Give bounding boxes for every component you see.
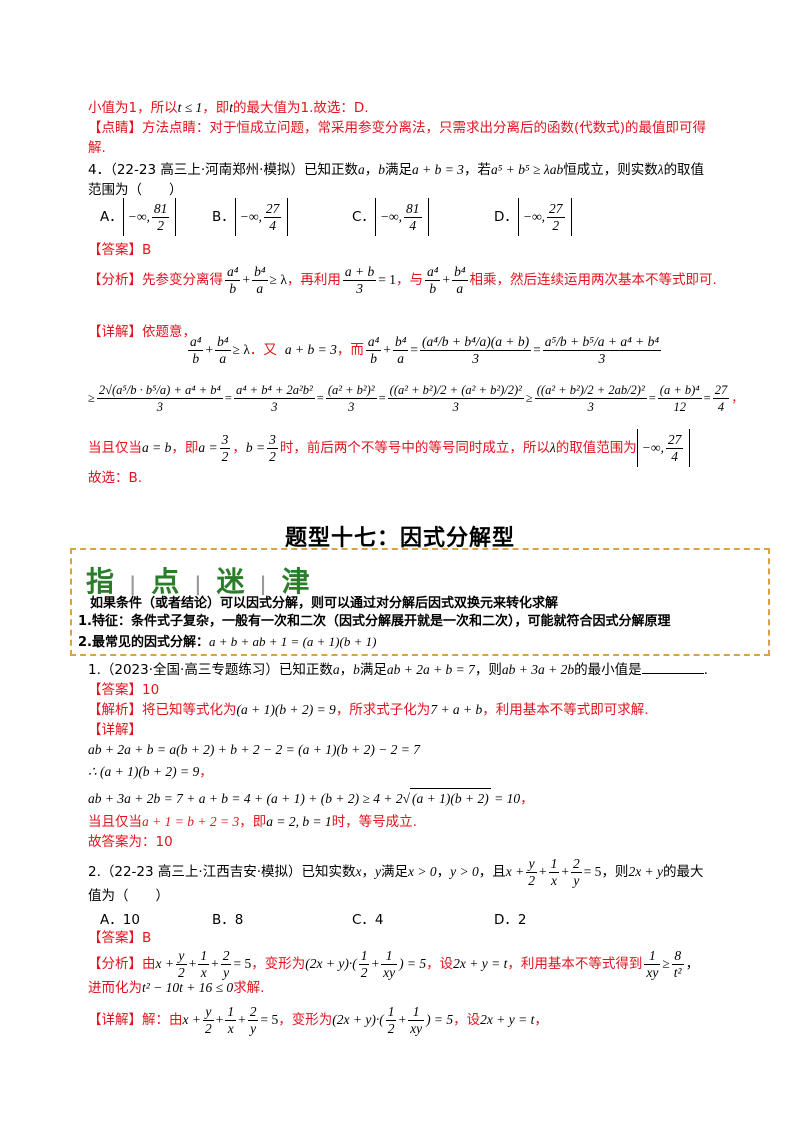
q2-analysis-line2: 进而化为t² − 10t + 16 ≤ 0求解. — [88, 980, 265, 996]
q1-detail: 【详解】 — [88, 722, 142, 738]
q2-option-d[interactable]: D．2 — [494, 912, 527, 928]
q2-option-a[interactable]: A．10 — [100, 912, 140, 928]
q2-option-c[interactable]: C．4 — [352, 912, 384, 928]
q4-stem-line2: 范围为（ ） — [88, 182, 183, 198]
q1-stem: 1.（2023·全国·高三专题练习）已知正数a，b满足ab + 2a + b =… — [88, 661, 708, 678]
q4-detail: 【详解】依题意， — [88, 324, 196, 340]
q4-stem: 4．（22-23 高三上·河南郑州·模拟）已知正数a，b满足a + b = 3，… — [88, 162, 705, 178]
answer-blank[interactable] — [641, 661, 704, 674]
q2-option-b[interactable]: B．8 — [212, 912, 244, 928]
tip-line-2: 1.特征：条件式子复杂，一般有一次和二次（因式分解展开就是一次和二次），可能就符… — [78, 614, 671, 629]
q1-detail-eq1: ab + 2a + b = a(b + 2) + b + 2 − 2 = (a … — [88, 742, 421, 757]
q2-stem-line2: 值为（ ） — [88, 888, 169, 904]
q1-final: 故答案为：10 — [88, 834, 173, 850]
tip-line-3: 2.最常见的因式分解：a + b + ab + 1 = (a + 1)(b + … — [78, 634, 377, 650]
q4-answer: 【答案】B — [88, 242, 152, 258]
q2-stem: 2.（22-23 高三上·江西吉安·模拟）已知实数x，y满足x > 0，y > … — [88, 855, 704, 888]
tip-line-2: 解. — [88, 140, 106, 156]
q1-detail-eq2: ∴ (a + 1)(b + 2) = 9， — [88, 764, 213, 779]
section-title: 题型十七：因式分解型 — [284, 526, 515, 551]
q1-answer: 【答案】10 — [88, 682, 160, 698]
q1-detail-eq3: ab + 3a + 2b = 7 + a + b = 4 + (a + 1) +… — [88, 788, 534, 809]
carryover-line: 小值为1，所以t ≤ 1，即t的最大值为1.故选：D. — [88, 100, 369, 116]
q2-answer: 【答案】B — [88, 930, 152, 946]
q1-condition: 当且仅当a + 1 = b + 2 = 3，即a = 2, b = 1时，等号成… — [88, 814, 417, 830]
tip-line-1: 如果条件（或者结论）可以因式分解，则可以通过对分解后因式双换元来转化求解 — [90, 596, 559, 611]
q4-final: 故选：B. — [88, 470, 143, 486]
q1-analysis: 【解析】将已知等式化为(a + 1)(b + 2) = 9，所求式子化为7 + … — [88, 702, 649, 718]
tip-box — [70, 548, 770, 656]
tip-line: 【点睛】方法点睛：对于恒成立问题，常采用参变分离法，只需求出分离后的函数(代数式… — [88, 120, 707, 136]
tip-banner: 指 | 点 | 迷 | 津 — [86, 565, 314, 598]
